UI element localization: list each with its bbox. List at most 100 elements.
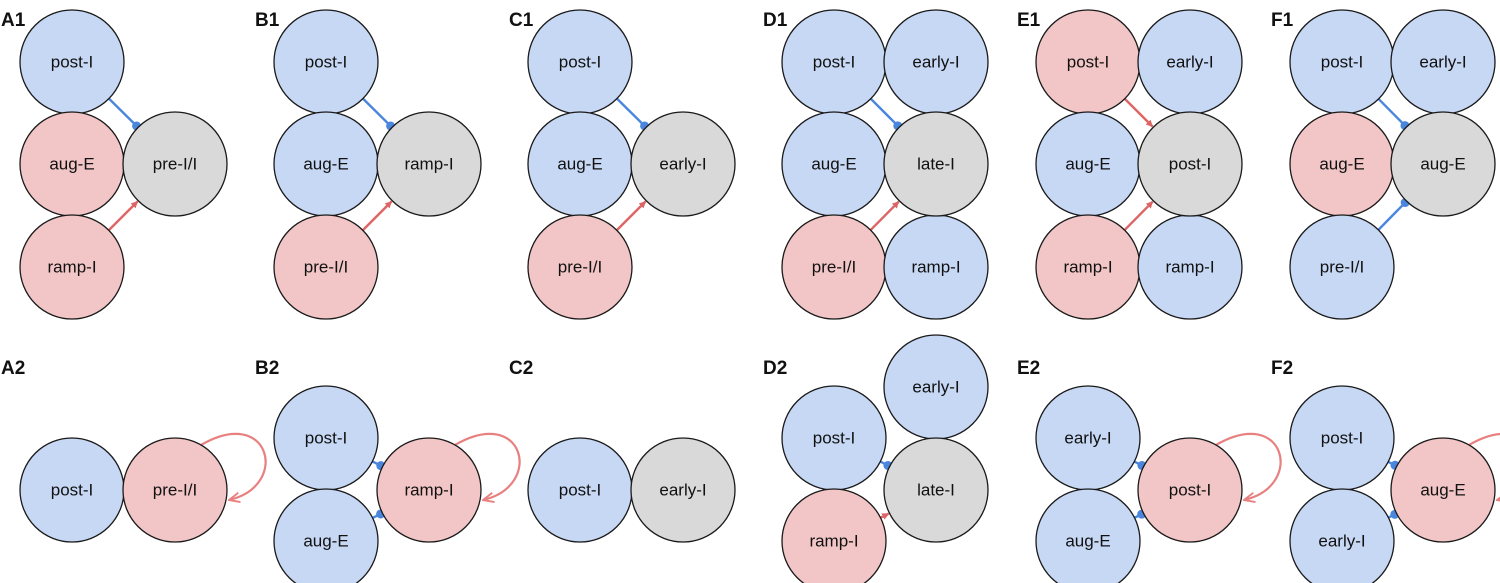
neuron-label: aug-E [1319,155,1364,174]
self-excitation-loop [1468,433,1500,500]
neuron-node-post: post-I [527,437,633,543]
neuron-circle [273,214,379,320]
panel-d1: D1 post-I aug-E pre-I/I early-I ramp-I late-I [763,9,989,320]
neuron-node-target: early-I [630,111,736,217]
neuron-node-ramp: ramp-I [19,214,125,320]
neuron-label: ramp-I [1165,258,1214,277]
neuron-node-post: post-I [1289,9,1395,115]
neuron-node-target: aug-E [1390,111,1496,217]
self-excitation-loop [200,432,267,500]
neuron-label: aug-E [811,155,856,174]
neuron-circle [1137,437,1243,543]
self-excitation-loop [454,432,521,500]
neuron-node-ramp: ramp-I [883,214,989,320]
neuron-label: early-I [1419,53,1466,72]
neuron-label: ramp-I [911,258,960,277]
neuron-circle [1289,214,1395,320]
neuron-node-aug: aug-E [781,111,887,217]
nodes: post-I aug-E pre-I/I early-I ramp-I late-I [781,9,989,320]
neuron-node-pre: pre-I/I [1289,214,1395,320]
neuron-label: early-I [912,53,959,72]
neuron-label: ramp-I [809,532,858,551]
neuron-node-aug: aug-E [1289,111,1395,217]
neuron-node-post: post-I [273,9,379,115]
neuron-label: aug-E [1065,155,1110,174]
neuron-circle [1289,488,1395,583]
neuron-node-aug: aug-E [527,111,633,217]
neuron-label: post-I [1067,53,1110,72]
neuron-label: ramp-I [47,258,96,277]
neuron-label: post-I [559,481,602,500]
excitatory-connection [107,200,139,232]
panel-label: E2 [1017,358,1040,379]
neuron-node-pre: pre-I/I [273,214,379,320]
excitatory-connection [879,512,890,520]
neuron-node-ramp: ramp-I [1035,214,1141,320]
panel-label: F1 [1271,10,1294,31]
neuron-circle [781,488,887,583]
neuron-circle [1035,488,1141,583]
inhibitory-connection [1377,98,1406,127]
neuron-label: post-I [305,429,348,448]
neuron-label: pre-I/I [558,258,602,277]
neuron-label: pre-I/I [812,258,856,277]
neuron-node-aug: aug-E [1035,488,1141,583]
neuron-node-aug: aug-E [19,111,125,217]
neuron-label: post-I [1321,429,1364,448]
neuron-label: post-I [51,481,94,500]
neuron-label: post-I [1169,481,1212,500]
neuron-label: pre-I/I [153,481,197,500]
neuron-node-ramp2: ramp-I [1137,214,1243,320]
panel-label: C2 [509,358,533,379]
neuron-label: late-I [917,155,955,174]
neuron-circle [122,437,228,543]
neuron-label: aug-E [303,155,348,174]
excitatory-connection [1123,200,1154,231]
neuron-label: pre-I/I [153,155,197,174]
neuron-label: post-I [813,53,856,72]
neuron-node-target: late-I [883,111,989,217]
neuron-circle [273,488,379,583]
excitatory-connection [869,200,900,231]
neuron-node-target: post-I [1137,111,1243,217]
neuron-node-pre: pre-I/I [527,214,633,320]
panel-label: D2 [763,358,787,379]
neuron-node-early: early-I [883,9,989,115]
neuron-node-early: early-I [1390,9,1496,115]
excitatory-connection [1123,97,1154,128]
neuron-node-post: post-I [781,385,887,491]
neuron-node-pre: pre-I/I [781,214,887,320]
neuron-label: pre-I/I [304,258,348,277]
neuron-label: ramp-I [1063,258,1112,277]
neuron-circle [122,111,228,217]
neuron-node-post: post-I [19,437,125,543]
neuron-node-post: post-I [527,9,633,115]
panel-label: B1 [255,10,280,31]
inhibitory-connection [1377,201,1407,231]
neuron-node-target: late-I [883,437,989,543]
neuron-circle [883,437,989,543]
neuron-circle [1390,437,1496,543]
neuron-label: post-I [1169,155,1212,174]
inhibitory-connection [869,97,899,127]
panel-label: D1 [763,10,788,31]
neuron-node-target: pre-I/I [122,111,228,217]
neuron-circle [630,111,736,217]
panel-label: A1 [1,10,26,31]
neuron-circle [376,111,482,217]
inhibitory-connection [108,97,138,127]
